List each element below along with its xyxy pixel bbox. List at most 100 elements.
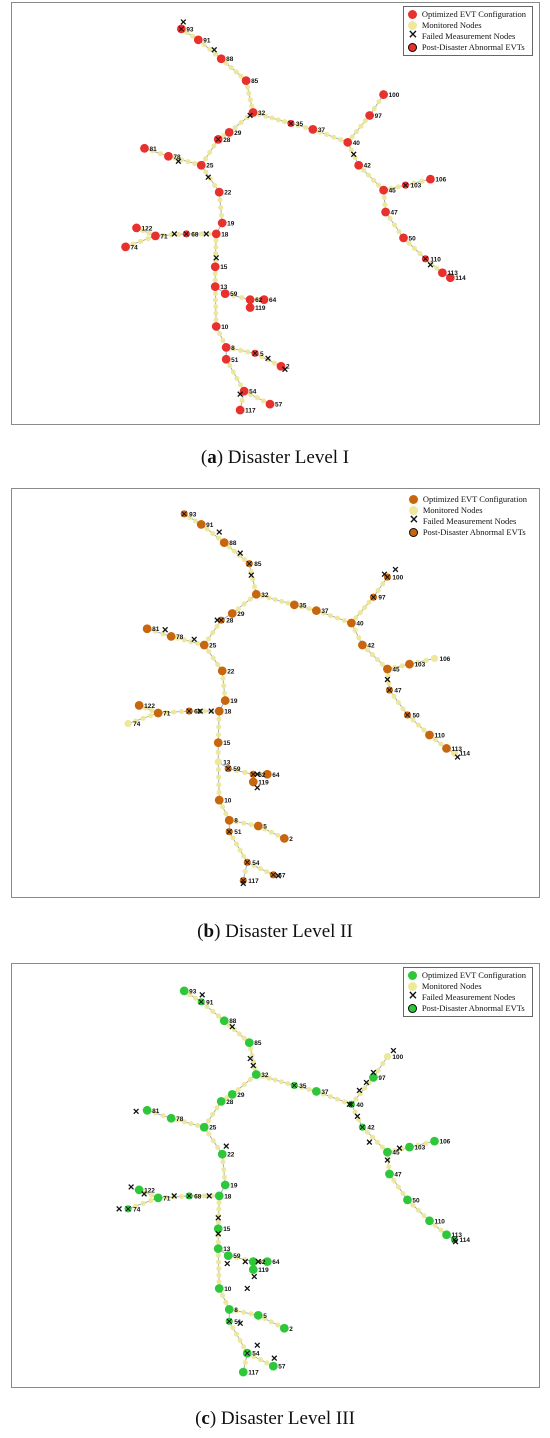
monitored-node	[269, 115, 275, 121]
evt-node	[238, 1367, 248, 1377]
bus-label: 50	[412, 712, 420, 719]
bus-label: 5	[263, 1313, 267, 1320]
failed-measurement-marker	[180, 19, 187, 25]
monitored-node	[374, 656, 381, 662]
monitored-node	[395, 1184, 402, 1190]
failed-measurement-marker	[240, 880, 247, 887]
monitored-node	[268, 829, 274, 835]
evt-node	[210, 282, 220, 292]
bus-label: 32	[261, 592, 269, 599]
bus-label: 29	[237, 1092, 245, 1099]
monitored-node	[380, 1060, 386, 1067]
bus-label: 29	[237, 611, 245, 618]
monitored-node	[235, 606, 241, 612]
monitored-node	[207, 149, 213, 155]
bus-label: 117	[248, 878, 259, 885]
monitored-node	[210, 1111, 216, 1117]
failed-measurement-marker	[162, 626, 169, 633]
evt-node	[164, 151, 173, 161]
monitored-node	[434, 265, 440, 271]
monitored-node	[201, 708, 207, 714]
monitored-node	[348, 147, 354, 153]
monitored-node	[215, 1219, 222, 1225]
failed-measurement-marker	[197, 708, 204, 714]
monitored-node	[386, 680, 392, 686]
evt-node	[399, 233, 408, 243]
monitored-node	[176, 231, 182, 237]
monitored-node	[241, 601, 247, 607]
bus-label: 78	[173, 154, 181, 161]
bus-label: 100	[389, 92, 400, 99]
monitored-node	[210, 1138, 216, 1144]
monitored-node	[366, 172, 372, 178]
monitored-node	[260, 398, 267, 404]
bus-label: 85	[251, 78, 259, 85]
evt-node	[381, 207, 390, 217]
monitored-node	[381, 194, 387, 200]
monitored-node	[233, 1331, 240, 1337]
bus-label: 59	[233, 1253, 241, 1260]
monitored-node	[212, 290, 218, 296]
evt-node	[224, 1304, 234, 1314]
monitored-node	[249, 1052, 255, 1058]
evt-node	[385, 1169, 394, 1179]
abnormal-evt-marker	[246, 560, 253, 567]
evt-node	[224, 128, 234, 137]
monitored-node	[249, 103, 255, 109]
monitored-node	[146, 230, 152, 236]
bus-label: 45	[392, 1150, 400, 1157]
monitored-node	[241, 1344, 247, 1350]
failed-x-icon	[408, 29, 418, 41]
abnormal-evt-marker	[270, 871, 277, 878]
evt-node	[244, 1038, 254, 1048]
monitored-node	[419, 178, 425, 184]
abnormal-evt-marker	[215, 136, 222, 143]
monitored-node	[244, 114, 250, 121]
evt-node	[405, 659, 414, 669]
monitored-node	[271, 360, 278, 366]
monitored-node	[395, 184, 401, 190]
evt-node	[223, 1251, 233, 1261]
monitored-node	[263, 113, 269, 119]
monitored-node	[137, 238, 144, 244]
monitored-node	[327, 1093, 333, 1100]
monitored-node	[392, 1147, 398, 1154]
monitored-node	[423, 1140, 429, 1146]
failed-measurement-marker	[203, 231, 210, 237]
bus-label: 117	[245, 408, 256, 415]
monitored-node	[211, 143, 217, 149]
failed-measurement-marker	[244, 1285, 251, 1292]
monitored-node	[140, 227, 146, 234]
bus-label: 64	[272, 1259, 280, 1266]
failed-measurement-marker	[363, 1079, 370, 1086]
evt-node	[153, 708, 163, 718]
bus-label: 62	[258, 1259, 266, 1266]
monitored-node	[295, 122, 301, 129]
monitored-node	[376, 182, 382, 188]
abnormal-evt-marker	[359, 1124, 366, 1131]
bus-label: 57	[278, 872, 286, 879]
bus-label: 88	[226, 56, 234, 63]
monitored-node	[223, 1299, 229, 1305]
monitored-node	[371, 177, 377, 183]
bus-label: 15	[223, 740, 231, 747]
monitored-node	[331, 134, 337, 140]
monitored-node	[195, 640, 201, 646]
bus-label: 78	[176, 1116, 184, 1123]
monitored-node	[233, 819, 240, 825]
bus-label: 113	[451, 746, 462, 753]
monitored-node	[215, 1259, 222, 1265]
bus-label: 28	[223, 137, 231, 144]
monitored-node	[212, 277, 218, 283]
monitored-node	[366, 599, 372, 605]
evt-node	[279, 1323, 289, 1333]
monitored-node	[383, 1052, 392, 1061]
evt-node	[142, 624, 152, 634]
monitored-node	[152, 1110, 158, 1116]
bus-label: 42	[364, 163, 372, 170]
monitored-node	[210, 655, 216, 661]
bus-label: 114	[455, 275, 466, 282]
bus-label: 37	[318, 127, 326, 134]
evt-node	[289, 600, 299, 610]
